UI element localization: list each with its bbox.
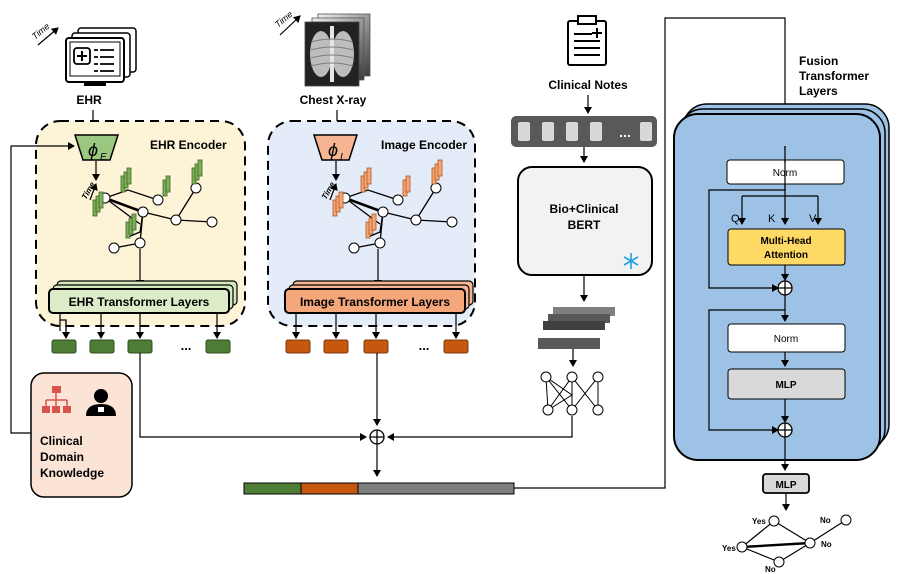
svg-text:E: E	[100, 152, 107, 163]
ehr-label: EHR	[76, 93, 102, 107]
chest-xray-label: Chest X-ray	[300, 93, 367, 107]
image-encoder-label: Image Encoder	[381, 138, 467, 152]
note-token	[640, 122, 652, 141]
computer-monitor-icon	[65, 27, 137, 86]
clipboard-icon	[567, 15, 607, 66]
ehr-time-icon: Time	[30, 21, 59, 46]
svg-text:Clinical: Clinical	[40, 434, 83, 448]
concat-oplus-icon	[369, 429, 385, 445]
ehr-encoder-label: EHR Encoder	[150, 138, 227, 152]
svg-text:Attention: Attention	[764, 250, 808, 261]
note-token	[542, 122, 554, 141]
fused-embedding-bar	[243, 482, 515, 495]
svg-text:...: ...	[181, 338, 192, 353]
image-tokens: ...	[285, 338, 469, 354]
phi-e-block: ϕ E	[73, 134, 120, 163]
notes-ellipsis: ...	[619, 124, 631, 140]
svg-text:No: No	[765, 565, 776, 574]
residual-oplus-1-icon	[777, 280, 793, 296]
mlp-output-box: MLP	[762, 473, 810, 494]
svg-text:Time: Time	[30, 21, 52, 41]
svg-text:Transformer: Transformer	[799, 69, 869, 83]
bert-box: Bio+Clinical BERT	[517, 166, 653, 276]
image-output-arrows	[292, 313, 460, 339]
svg-text:V: V	[809, 213, 817, 225]
ehr-transformer-layers: EHR Transformer Layers	[48, 280, 238, 314]
domain-knowledge-box: Clinical Domain Knowledge	[30, 372, 133, 498]
note-token	[566, 122, 578, 141]
doctor-icon	[86, 389, 116, 416]
ehr-output-arrows	[59, 313, 221, 339]
svg-text:...: ...	[572, 329, 582, 343]
notes-embedding-stack: ...	[538, 307, 615, 349]
svg-text:Domain: Domain	[40, 450, 84, 464]
svg-text:Yes: Yes	[722, 544, 736, 553]
svg-text:No: No	[821, 540, 832, 549]
svg-text:I: I	[340, 152, 343, 163]
svg-text:MLP: MLP	[775, 380, 796, 391]
svg-text:EHR Transformer Layers: EHR Transformer Layers	[69, 295, 210, 309]
svg-text:K: K	[768, 213, 776, 225]
snowflake-icon	[623, 253, 639, 269]
svg-text:Knowledge: Knowledge	[40, 466, 104, 480]
prediction-graph: Yes Yes No No No	[722, 514, 852, 574]
svg-text:...: ...	[419, 338, 430, 353]
svg-text:MLP: MLP	[775, 480, 796, 491]
norm-bottom-box: Norm	[727, 323, 846, 353]
notes-token-sequence: ...	[511, 116, 657, 147]
residual-oplus-2-icon	[777, 422, 793, 438]
svg-text:Image Transformer Layers: Image Transformer Layers	[300, 295, 450, 309]
svg-text:Time: Time	[273, 9, 295, 29]
xray-image-icon	[304, 13, 371, 87]
svg-text:Layers: Layers	[799, 84, 838, 98]
note-token	[518, 122, 530, 141]
xray-time-icon: Time	[273, 9, 301, 36]
svg-text:BERT: BERT	[568, 218, 601, 232]
hierarchy-icon	[42, 386, 71, 413]
svg-text:No: No	[820, 516, 831, 525]
svg-text:Yes: Yes	[752, 517, 766, 526]
svg-text:Multi-Head: Multi-Head	[760, 236, 811, 247]
note-token	[590, 122, 602, 141]
svg-text:Fusion: Fusion	[799, 54, 838, 68]
clinical-notes-label: Clinical Notes	[548, 78, 628, 92]
image-transformer-layers: Image Transformer Layers	[284, 280, 474, 314]
mlp-network-icon	[540, 371, 604, 416]
ehr-tokens: ...	[51, 338, 231, 354]
svg-text:ϕ: ϕ	[328, 140, 338, 160]
mlp-inner-box: MLP	[727, 368, 846, 400]
svg-text:ϕ: ϕ	[88, 140, 98, 160]
svg-text:Bio+Clinical: Bio+Clinical	[549, 202, 618, 216]
phi-i-block: ϕ I	[312, 134, 359, 163]
fusion-title: Fusion Transformer Layers	[799, 54, 869, 98]
svg-text:Norm: Norm	[774, 334, 798, 345]
multi-head-attention-box: Multi-Head Attention	[727, 228, 846, 266]
svg-text:Q: Q	[731, 213, 740, 225]
